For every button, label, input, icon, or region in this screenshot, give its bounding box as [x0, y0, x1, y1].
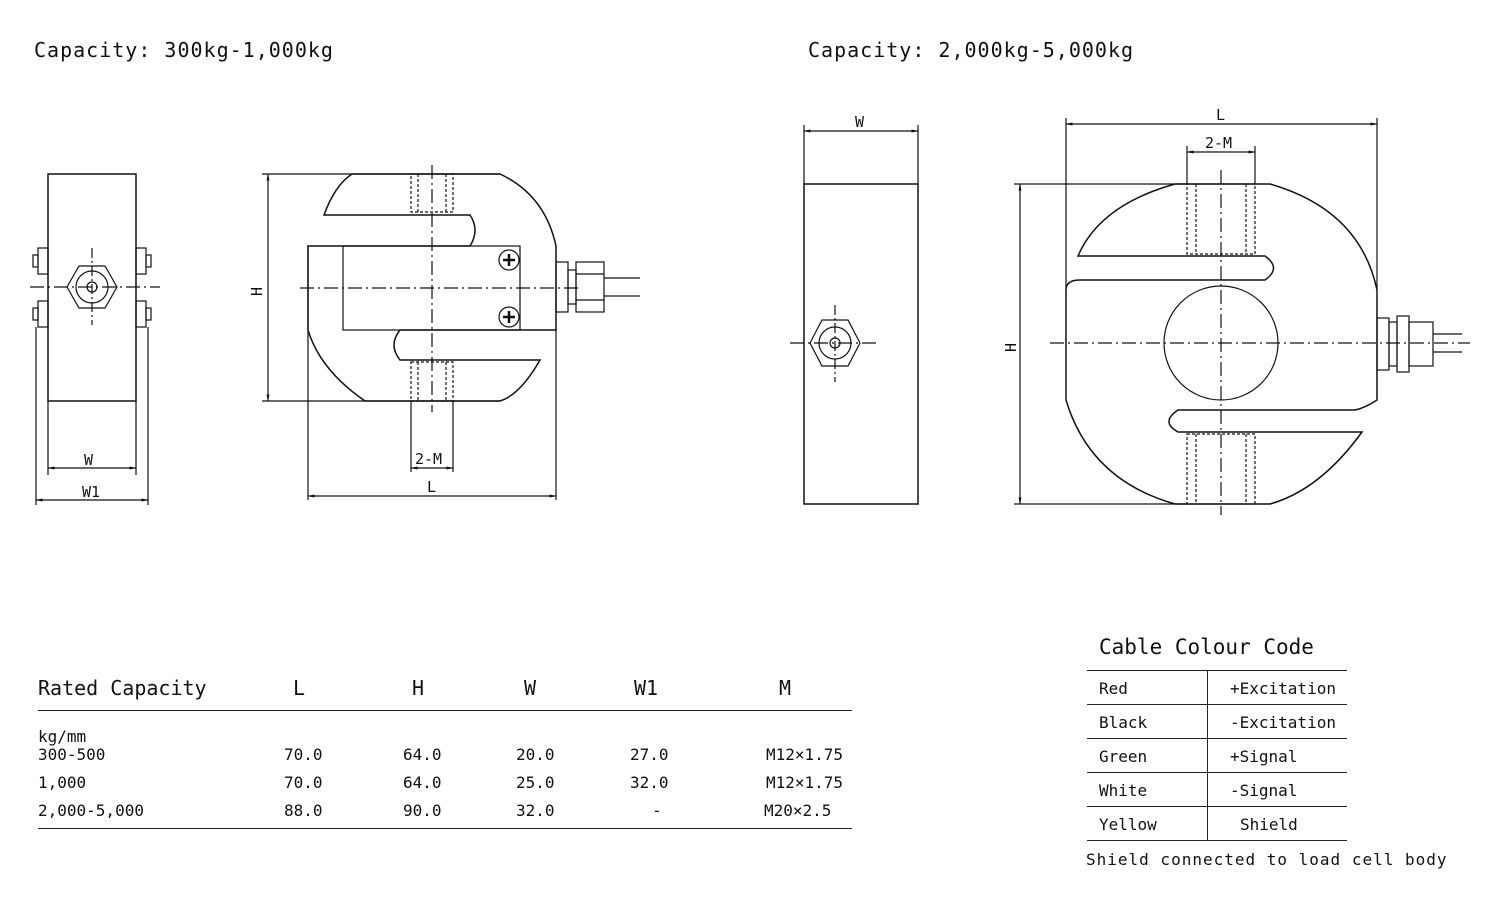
table-row: 1,000 70.0 64.0 25.0 32.0 M12×1.75 — [38, 769, 852, 797]
cell: 64.0 — [403, 745, 442, 764]
divider — [1207, 671, 1208, 840]
cable-row: White -Signal — [1087, 773, 1347, 807]
cell: 25.0 — [516, 773, 555, 792]
wire-colour: Green — [1099, 747, 1148, 766]
cable-row: Black -Excitation — [1087, 705, 1347, 739]
dim-w1-small: W1 — [82, 483, 100, 501]
cell: M20×2.5 — [764, 801, 832, 820]
dim-w-small: W — [84, 451, 94, 469]
wire-function: +Signal — [1230, 747, 1298, 766]
wire-function: +Excitation — [1230, 679, 1336, 698]
dim-l-small: L — [427, 478, 436, 496]
cable-colour-code: Cable Colour Code Red +Excitation Black … — [1087, 632, 1347, 841]
cell: - — [652, 801, 662, 820]
cable-row: Red +Excitation — [1087, 671, 1347, 705]
wire-function: Shield — [1240, 815, 1298, 834]
spec-header-row: Rated Capacity L H W W1 M — [38, 668, 852, 711]
col-m: M — [779, 676, 792, 700]
cell: 64.0 — [403, 773, 442, 792]
large-side-view — [790, 125, 919, 505]
small-front-view — [262, 165, 640, 500]
cell: 300-500 — [38, 745, 106, 764]
col-h: H — [412, 676, 425, 700]
large-front-view — [1014, 118, 1470, 515]
wire-colour: Black — [1099, 713, 1148, 732]
cell: 32.0 — [630, 773, 669, 792]
cable-code-title: Cable Colour Code — [1087, 632, 1347, 671]
cell: 20.0 — [516, 745, 555, 764]
col-l: L — [293, 676, 306, 700]
cell: 70.0 — [284, 773, 323, 792]
dim-l-large: L — [1216, 106, 1225, 124]
cell: 32.0 — [516, 801, 555, 820]
heading-right: Capacity: 2,000kg-5,000kg — [808, 38, 1135, 62]
cell: 27.0 — [630, 745, 669, 764]
spec-table: Rated Capacity L H W W1 M kg/mm 300-500 … — [38, 668, 852, 829]
small-side-view — [30, 173, 160, 505]
table-row: 300-500 70.0 64.0 20.0 27.0 M12×1.75 — [38, 741, 852, 769]
unit-label: kg/mm — [38, 727, 87, 746]
cell: M12×1.75 — [766, 745, 844, 764]
dim-h-small: H — [248, 287, 266, 296]
wire-function: -Excitation — [1230, 713, 1336, 732]
dim-m-large: 2-M — [1205, 134, 1232, 152]
cell: 88.0 — [284, 801, 323, 820]
wire-function: -Signal — [1230, 781, 1298, 800]
col-w1: W1 — [634, 676, 659, 700]
shield-note: Shield connected to load cell body — [1086, 850, 1448, 869]
wire-colour: Red — [1099, 679, 1128, 698]
wire-colour: White — [1099, 781, 1148, 800]
dim-w-large: W — [855, 113, 865, 131]
cell: 2,000-5,000 — [38, 801, 144, 820]
technical-drawing: W W1 H L 2-M — [30, 106, 1470, 515]
dim-h-large: H — [1002, 343, 1020, 352]
cable-row: Green +Signal — [1087, 739, 1347, 773]
cell: 70.0 — [284, 745, 323, 764]
cell: 1,000 — [38, 773, 87, 792]
table-row: 2,000-5,000 88.0 90.0 32.0 - M20×2.5 — [38, 797, 852, 829]
cell: M12×1.75 — [766, 773, 844, 792]
col-rated-capacity: Rated Capacity — [38, 676, 207, 700]
cell: 90.0 — [403, 801, 442, 820]
heading-left: Capacity: 300kg-1,000kg — [34, 38, 334, 62]
dim-m-small: 2-M — [415, 450, 442, 468]
col-w: W — [524, 676, 537, 700]
cable-row: Yellow Shield — [1087, 807, 1347, 841]
wire-colour: Yellow — [1099, 815, 1157, 834]
